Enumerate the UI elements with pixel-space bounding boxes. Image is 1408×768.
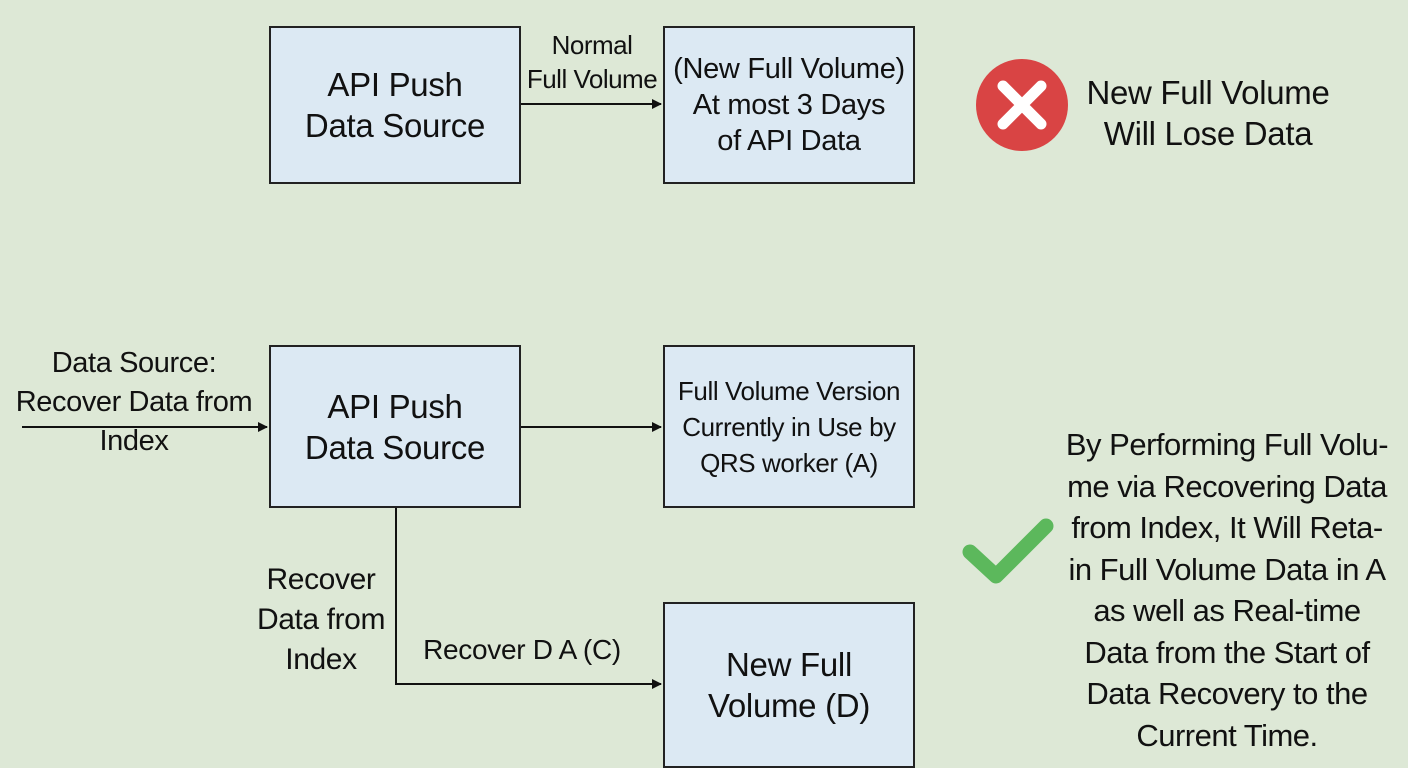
box-line: Currently in Use by xyxy=(682,411,896,442)
box-line: At most 3 Days xyxy=(692,89,886,121)
new-full-volume-d-box: New Full Volume (D) xyxy=(663,602,915,768)
result-line: Data Recovery to the xyxy=(1086,676,1368,711)
box-line: New Full xyxy=(726,646,852,683)
label-line: Recover xyxy=(266,563,376,596)
label-line: Recover Data from xyxy=(15,386,253,418)
label-line: Data from xyxy=(256,603,386,636)
recover-arrow-label: Recover D A (C) xyxy=(423,634,621,665)
checkmark-icon xyxy=(958,512,1058,592)
box-line: Data Source xyxy=(304,428,486,466)
error-x-icon xyxy=(976,59,1068,151)
result-line: Data from the Start of xyxy=(1084,634,1370,670)
box-line: Full Volume Version xyxy=(677,375,901,406)
current-full-volume-box: Full Volume Version Currently in Use by … xyxy=(663,345,915,508)
box-line: (New Full Volume) xyxy=(673,53,905,85)
result-line: me via Recovering Data xyxy=(1067,468,1387,504)
recover-data-from-index-label: Recover Data from Index xyxy=(246,560,396,680)
data-source-input-label: Data Source: Recover Data from Index xyxy=(0,344,268,461)
label-line: Index xyxy=(285,643,357,676)
result-line: in Full Volume Data in A xyxy=(1068,551,1386,587)
label-line: Index xyxy=(99,425,169,457)
result-line: Will Lose Data xyxy=(1103,115,1313,152)
new-full-volume-box: (New Full Volume) At most 3 Days of API … xyxy=(663,26,915,184)
result-line: By Performing Full Volu- xyxy=(1065,427,1389,462)
label-line: Normal xyxy=(551,30,633,60)
result-line: Current Time. xyxy=(1136,717,1318,753)
box-line: Volume (D) xyxy=(707,687,871,724)
box-line: QRS worker (A) xyxy=(700,447,878,478)
label-line: Data Source: xyxy=(51,347,217,379)
box-line: API Push xyxy=(327,387,463,425)
box-line: of API Data xyxy=(717,125,861,157)
normal-full-volume-label: Normal Full Volume xyxy=(521,28,663,96)
result-line: New Full Volume xyxy=(1086,74,1330,111)
box-line: Data Source xyxy=(304,107,486,144)
box-line: API Push xyxy=(327,66,463,103)
label-line: Full Volume xyxy=(526,64,658,94)
arrow-recover-to-new xyxy=(395,508,662,689)
result-line: from Index, It Will Reta- xyxy=(1071,510,1383,545)
lose-data-result-text: New Full Volume Will Lose Data xyxy=(1080,72,1336,154)
result-line: as well as Real-time xyxy=(1093,593,1361,628)
retain-data-result-text: By Performing Full Volu- me via Recoveri… xyxy=(1050,424,1404,756)
bottom-api-push-source-box: API Push Data Source xyxy=(269,345,521,508)
top-api-push-source-box: API Push Data Source xyxy=(269,26,521,184)
